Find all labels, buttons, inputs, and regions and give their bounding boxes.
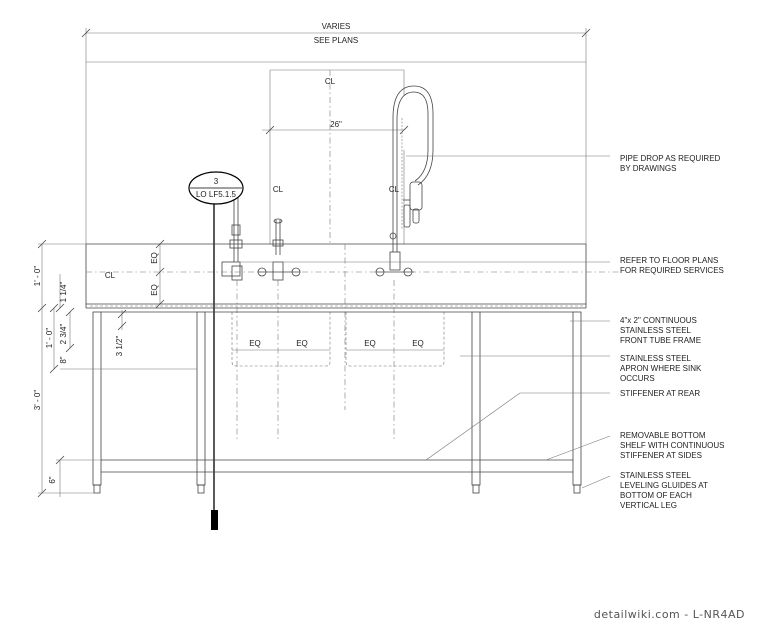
apron-height-label: 1' - 0" bbox=[45, 328, 54, 349]
note-leaders bbox=[236, 155, 611, 489]
counter-centerline-symbol: CL bbox=[105, 271, 116, 280]
overall-width-label: VARIES bbox=[322, 22, 351, 31]
note-2-line-1: REFER TO FLOOR PLANS bbox=[620, 256, 718, 265]
note-3-line-1: 4"x 2" CONTINUOUS bbox=[620, 316, 697, 325]
note-apron: STAINLESS STEEL APRON WHERE SINK OCCURS bbox=[620, 354, 702, 383]
backsplash-eq-lower: EQ bbox=[150, 284, 159, 296]
wall-faucet-centerline-symbol: CL bbox=[273, 185, 284, 194]
note-4-line-1: STAINLESS STEEL bbox=[620, 354, 692, 363]
watermark: detailwiki.com - L-NR4AD bbox=[594, 608, 745, 621]
pre-rinse-faucet: CL bbox=[375, 85, 434, 277]
note-6-line-2: SHELF WITH CONTINUOUS bbox=[620, 441, 724, 450]
leg-height-label: 3' - 0" bbox=[33, 390, 42, 411]
note-7-line-4: VERTICAL LEG bbox=[620, 501, 677, 510]
note-leveling-glides: STAINLESS STEEL LEVELING GLUIDES AT BOTT… bbox=[620, 471, 708, 510]
note-7-line-1: STAINLESS STEEL bbox=[620, 471, 692, 480]
overall-width-dimension: VARIES SEE PLANS bbox=[81, 22, 591, 62]
faucet-spacing-label: 26" bbox=[330, 120, 342, 129]
note-7-line-3: BOTTOM OF EACH bbox=[620, 491, 692, 500]
note-1-line-2: BY DRAWINGS bbox=[620, 164, 676, 173]
note-2-line-2: FOR REQUIRED SERVICES bbox=[620, 266, 724, 275]
wall-outline bbox=[85, 61, 587, 244]
note-pipe-drop: PIPE DROP AS REQUIRED BY DRAWINGS bbox=[620, 154, 721, 173]
frame-and-shelf bbox=[60, 311, 573, 473]
sink-eq-dimensions: EQ EQ EQ EQ bbox=[232, 339, 444, 351]
apron-bottom-label: 8" bbox=[59, 356, 68, 363]
note-front-tube-frame: 4"x 2" CONTINUOUS STAINLESS STEEL FRONT … bbox=[620, 316, 701, 345]
note-6-line-1: REMOVABLE BOTTOM bbox=[620, 431, 706, 440]
shelf-height-label: 6" bbox=[48, 476, 57, 483]
legs bbox=[92, 311, 582, 494]
vertical-dimensions: 1' - 0" 1 1/4" EQ EQ 1' - 0" 2 3/4" 8" 3… bbox=[33, 239, 165, 498]
overall-width-note: SEE PLANS bbox=[314, 36, 358, 45]
detail-callout: 3 LO LF5.1.5 bbox=[188, 171, 244, 530]
note-1-line-1: PIPE DROP AS REQUIRED bbox=[620, 154, 721, 163]
note-7-line-2: LEVELING GLUIDES AT bbox=[620, 481, 708, 490]
counter-backsplash: CL bbox=[85, 243, 620, 309]
rinse-centerline-symbol: CL bbox=[389, 185, 400, 194]
rim-offset-label: 1 1/4" bbox=[59, 282, 68, 303]
faucet-spacing-dimension: 26" bbox=[262, 120, 409, 135]
note-floor-plans: REFER TO FLOOR PLANS FOR REQUIRED SERVIC… bbox=[620, 256, 724, 275]
note-4-line-3: OCCURS bbox=[620, 374, 655, 383]
gooseneck-faucet bbox=[221, 198, 243, 281]
eq-label-4: EQ bbox=[412, 339, 424, 348]
eq-label-1: EQ bbox=[249, 339, 261, 348]
apron-top-label: 2 3/4" bbox=[59, 324, 68, 345]
note-5-line-1: STIFFENER AT REAR bbox=[620, 389, 700, 398]
note-4-line-2: APRON WHERE SINK bbox=[620, 364, 702, 373]
backsplash-height-label: 1' - 0" bbox=[33, 266, 42, 287]
wall-faucet: CL bbox=[257, 185, 301, 281]
chase-centerline-symbol: CL bbox=[325, 77, 336, 86]
stiffener-offset-label: 3 1/2" bbox=[115, 336, 124, 357]
note-3-line-3: FRONT TUBE FRAME bbox=[620, 336, 701, 345]
eq-label-3: EQ bbox=[364, 339, 376, 348]
sink-bowls bbox=[231, 244, 445, 440]
callout-reference: LO LF5.1.5 bbox=[196, 190, 237, 199]
note-6-line-3: STIFFENER AT SIDES bbox=[620, 451, 702, 460]
eq-label-2: EQ bbox=[296, 339, 308, 348]
note-stiffener: STIFFENER AT REAR bbox=[620, 389, 700, 398]
callout-number: 3 bbox=[214, 177, 219, 186]
note-bottom-shelf: REMOVABLE BOTTOM SHELF WITH CONTINUOUS S… bbox=[620, 431, 724, 460]
backsplash-eq-upper: EQ bbox=[150, 252, 159, 264]
note-3-line-2: STAINLESS STEEL bbox=[620, 326, 692, 335]
pipe-chase: CL bbox=[269, 69, 405, 244]
